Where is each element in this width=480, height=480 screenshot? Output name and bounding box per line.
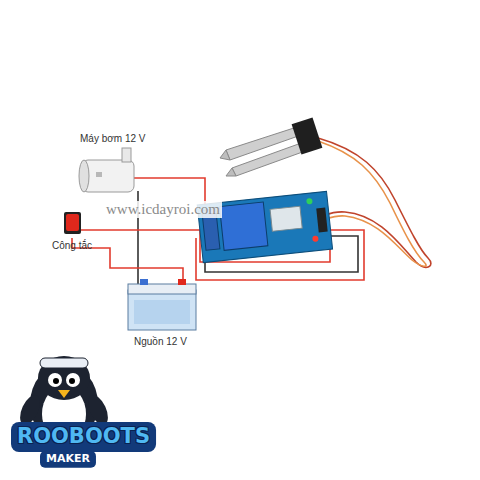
battery-symbol xyxy=(128,279,196,330)
sensor-cable xyxy=(318,138,431,267)
logo-text: ROOBOOTS xyxy=(17,424,150,448)
mascot-logo xyxy=(11,356,156,468)
pump-symbol xyxy=(79,148,134,192)
wires xyxy=(72,178,364,286)
watermark: www.icdayroi.com xyxy=(104,201,222,218)
part-label: Nguồn 12 V xyxy=(134,336,187,348)
switch-symbol xyxy=(64,212,81,234)
moisture-sensor xyxy=(220,117,322,176)
part-label: Công tắc xyxy=(52,240,92,252)
part-label: Máy bơm 12 V xyxy=(80,133,145,145)
logo-text: MAKER xyxy=(46,453,90,466)
